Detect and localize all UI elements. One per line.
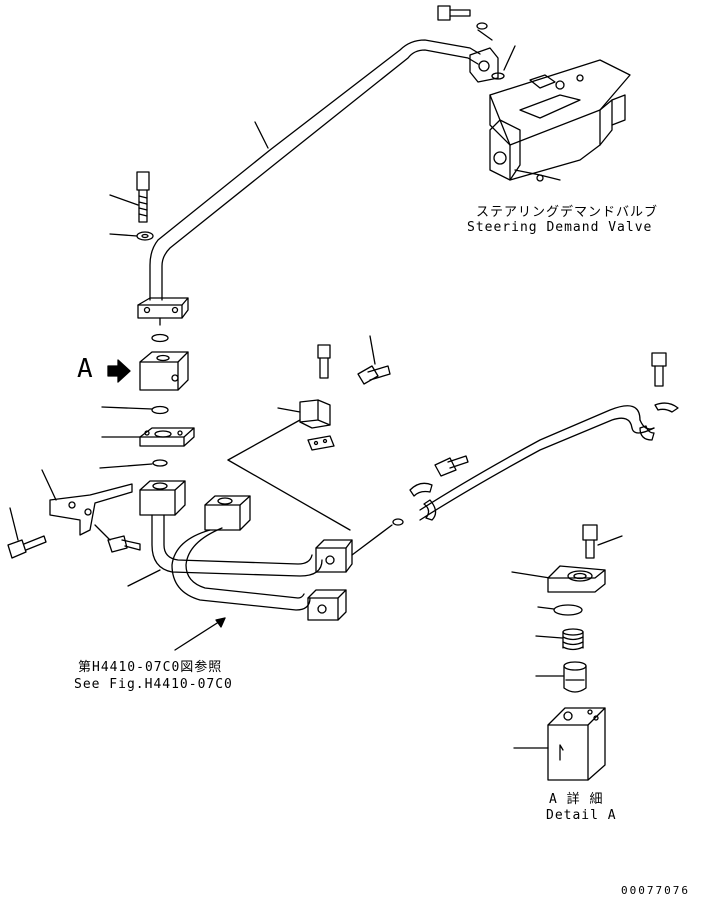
middle-bolt-horizontal bbox=[357, 335, 391, 385]
see-fig-label-en: See Fig.H4410-07C0 bbox=[74, 677, 233, 692]
upper-washer bbox=[109, 231, 154, 241]
valve-bolt-leader bbox=[477, 29, 493, 41]
upper-bolt bbox=[109, 171, 150, 223]
detail-o-ring-leader bbox=[537, 606, 555, 610]
upper-tube-leader bbox=[254, 121, 269, 149]
o-ring-3-leader bbox=[99, 463, 153, 469]
left-bracket bbox=[41, 469, 133, 536]
arrow-a-icon bbox=[107, 359, 131, 383]
valve-label-jp: ステアリングデマンドバルブ bbox=[476, 205, 659, 220]
tube-to-flange-leader bbox=[351, 524, 393, 556]
o-ring-3 bbox=[152, 459, 168, 467]
valve-label-en: Steering Demand Valve bbox=[467, 220, 653, 235]
o-ring-2-leader bbox=[101, 406, 153, 410]
upper-tube bbox=[149, 39, 481, 301]
detail-flange bbox=[511, 565, 606, 593]
left-bolt-1 bbox=[7, 507, 47, 559]
see-fig-arrowhead bbox=[215, 617, 226, 628]
detail-block bbox=[513, 707, 606, 781]
detail-spool bbox=[535, 661, 587, 693]
middle-bolt-vertical bbox=[317, 344, 331, 379]
left-bolt-2 bbox=[94, 524, 141, 553]
detail-label-jp: A 詳 細 bbox=[549, 792, 604, 807]
see-fig-label-jp: 第H4410-07C0図参照 bbox=[78, 660, 223, 675]
lower-pipe-assembly bbox=[139, 480, 353, 621]
block-a bbox=[139, 351, 189, 391]
detail-bolt bbox=[582, 524, 623, 559]
right-tube-bolt bbox=[434, 455, 469, 477]
valve-o-ring bbox=[491, 72, 505, 80]
drawing-number: 00077076 bbox=[621, 884, 690, 897]
mid-flange bbox=[139, 427, 195, 447]
valve-flange bbox=[469, 47, 499, 83]
far-right-bolt bbox=[651, 352, 667, 387]
middle-clamp bbox=[227, 399, 351, 531]
pipe-assembly-leader bbox=[127, 569, 161, 587]
valve-bolt bbox=[437, 5, 488, 30]
detail-o-ring bbox=[553, 604, 583, 616]
o-ring-2 bbox=[151, 405, 169, 415]
o-ring-right bbox=[392, 518, 404, 526]
valve-o-ring-leader bbox=[503, 45, 516, 71]
marker-a: A bbox=[77, 354, 93, 384]
see-fig-arrow bbox=[174, 617, 226, 651]
detail-spring bbox=[535, 628, 584, 651]
upper-flange bbox=[137, 297, 189, 326]
o-ring-1 bbox=[151, 333, 169, 343]
steering-demand-valve bbox=[489, 59, 631, 182]
right-tube bbox=[409, 402, 679, 521]
detail-label-en: Detail A bbox=[546, 808, 617, 823]
